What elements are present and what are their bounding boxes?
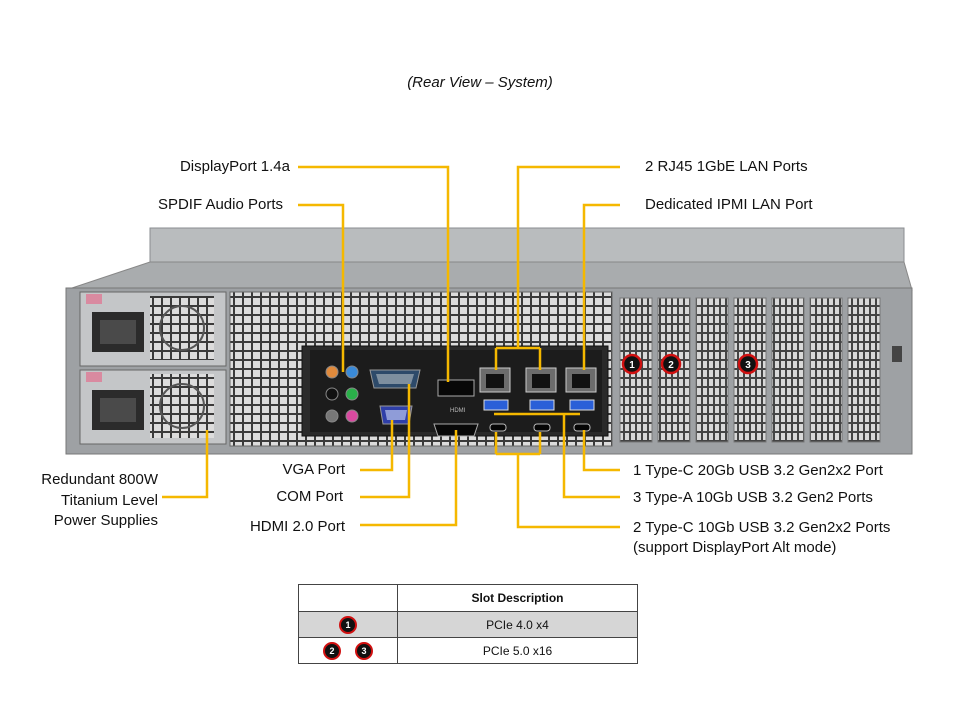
usb-type-c-ports [489, 423, 591, 432]
usb-type-a-ports [483, 399, 595, 411]
label-typec-20gb: 1 Type-C 20Gb USB 3.2 Gen2x2 Port [633, 462, 883, 479]
slot-badge-1-number: 1 [629, 360, 635, 371]
label-typea-10gb: 3 Type-A 10Gb USB 3.2 Gen2 Ports [633, 489, 873, 506]
label-ipmi: Dedicated IPMI LAN Port [645, 196, 813, 213]
slot-table-badge-1: 1 [339, 615, 357, 634]
slot-table-header-empty [298, 584, 398, 612]
label-rj45: 2 RJ45 1GbE LAN Ports [645, 158, 808, 175]
label-spdif: SPDIF Audio Ports [157, 196, 283, 213]
vga-port [379, 405, 413, 425]
label-typec-10gb: 2 Type-C 10Gb USB 3.2 Gen2x2 Ports (supp… [633, 518, 890, 558]
hdmi-mark: HDMI [450, 408, 466, 414]
power-supply-top [79, 291, 227, 367]
caption: (Rear View – System) [407, 74, 553, 91]
pcie-slots [619, 297, 902, 443]
callout-typec-10gb [516, 454, 620, 529]
label-psu-line2: Titanium Level [61, 491, 158, 509]
callout-typea [562, 414, 620, 499]
callout-displayport [298, 165, 450, 382]
slot-table-badge-3: 3 [355, 641, 373, 660]
callout-lines [162, 165, 620, 529]
label-displayport: DisplayPort 1.4a [179, 158, 290, 175]
power-supply-bottom [79, 369, 227, 445]
com-port [369, 369, 421, 389]
label-hdmi: HDMI 2.0 Port [249, 518, 345, 535]
label-com: COM Port [276, 488, 343, 505]
callout-rj45 [516, 165, 620, 348]
slot-table-description: PCIe 4.0 x4 [397, 611, 638, 638]
label-psu: Redundant 800W Titanium Level Power Supp… [41, 470, 158, 532]
slot-badge-2-number: 2 [668, 360, 674, 371]
label-typec-10gb-line2: (support DisplayPort Alt mode) [633, 539, 837, 556]
label-psu-line3: Power Supplies [53, 512, 158, 529]
rear-view-diagram: HDMI 1 2 3 [65, 165, 913, 529]
slot-badge-3-number: 3 [745, 360, 751, 371]
callout-hdmi [360, 430, 458, 527]
callout-psu [162, 430, 209, 499]
rj45-ports [479, 367, 597, 393]
slot-badge-1: 1 [621, 353, 643, 375]
callout-com [360, 384, 411, 499]
slot-table-header: Slot Description [397, 584, 638, 612]
label-vga: VGA Port [282, 461, 345, 478]
audio-jacks [325, 365, 359, 423]
label-psu-line1: Redundant 800W [41, 471, 158, 488]
slot-table-badge-2: 2 [323, 641, 341, 660]
slot-table-badges: 1 [298, 611, 398, 638]
slot-badge-3: 3 [737, 353, 759, 375]
slot-badge-2: 2 [660, 353, 682, 375]
callout-typec-20gb [582, 430, 620, 472]
callout-spdif [298, 203, 345, 372]
callout-ipmi [582, 203, 620, 370]
slot-table-header-row: Slot Description [298, 584, 638, 612]
label-typec-10gb-line1: 2 Type-C 10Gb USB 3.2 Gen2x2 Ports [633, 519, 891, 536]
callout-vga [360, 420, 394, 472]
slot-table-row: 1 PCIe 4.0 x4 [298, 611, 638, 638]
slot-table-description: PCIe 5.0 x16 [397, 637, 638, 664]
displayport-port [437, 379, 475, 397]
